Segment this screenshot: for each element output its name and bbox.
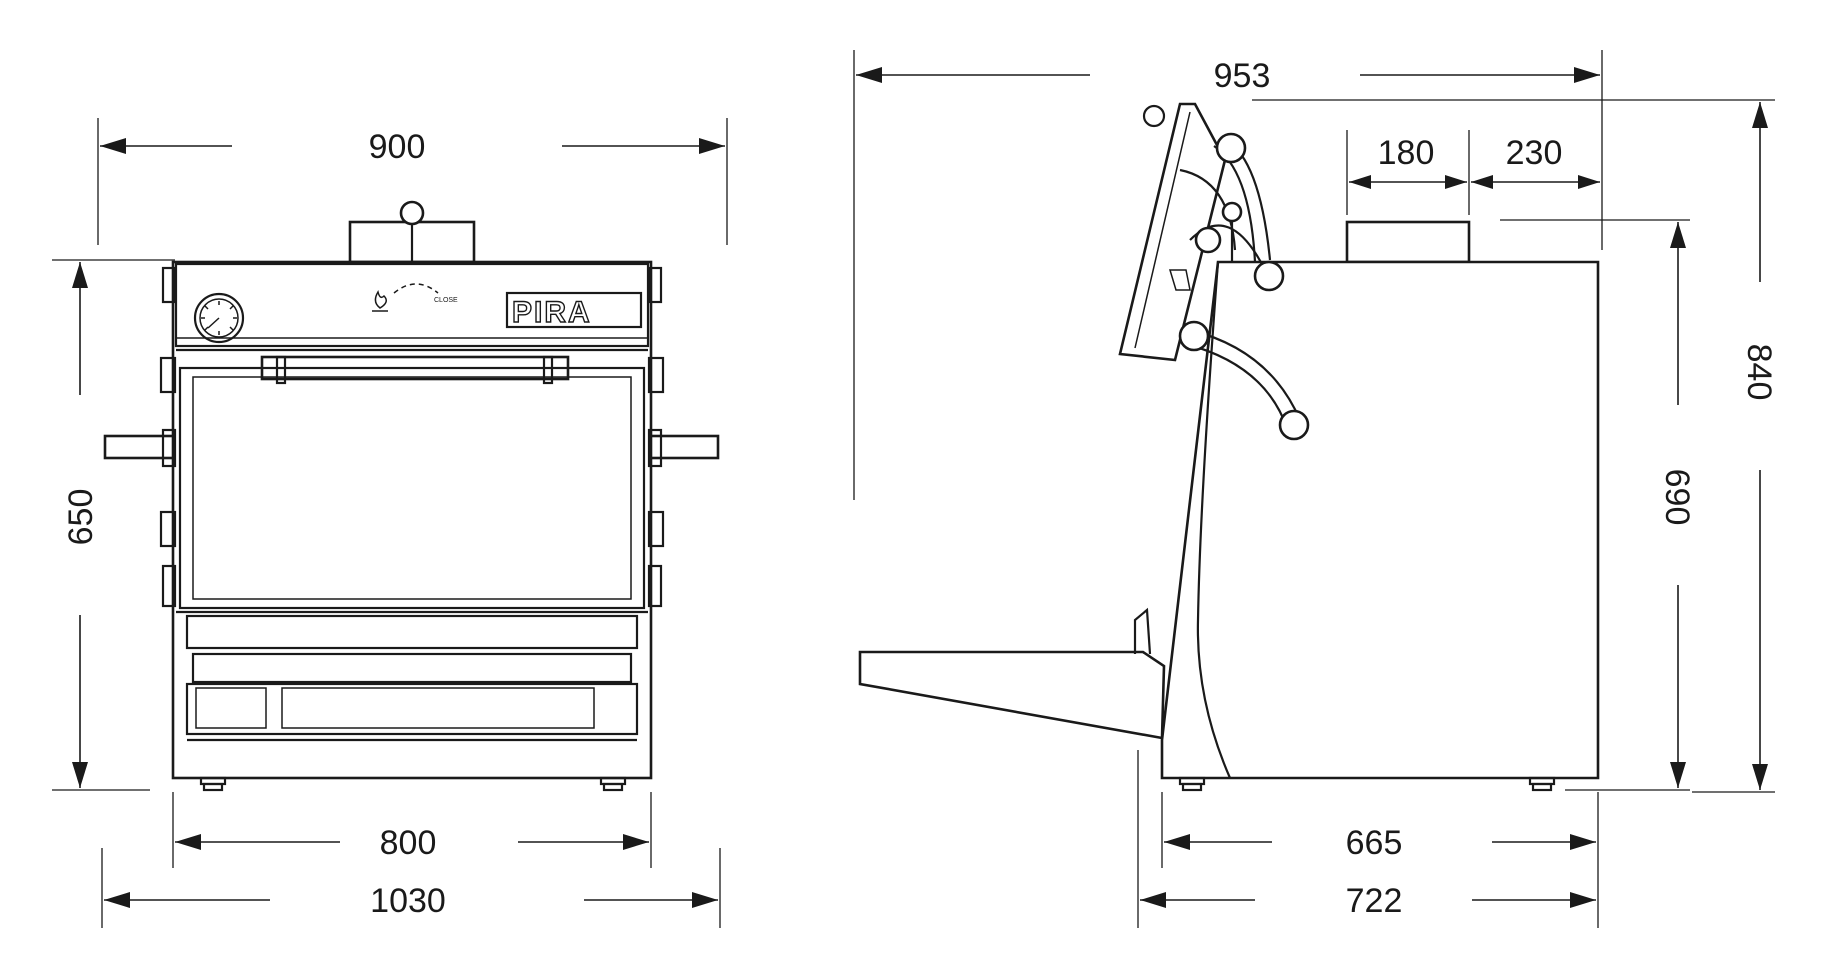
front-left-hinges: [159, 266, 177, 608]
front-right-hinges: [647, 266, 665, 608]
side-arm-end-joint: [1278, 409, 1310, 441]
side-damper-knob: [1221, 201, 1243, 223]
side-upper-joint: [1215, 132, 1247, 164]
dim-label-180: 180: [1378, 134, 1435, 172]
front-door: [178, 366, 646, 610]
dim-label-800: 800: [380, 824, 437, 862]
side-door-knob: [1142, 104, 1166, 128]
side-open-door: [1118, 102, 1227, 362]
front-chimney-knob: [399, 200, 425, 226]
side-middle-joint: [1253, 260, 1285, 292]
dim-label-230: 230: [1506, 134, 1563, 172]
svg-text:PIRA: PIRA: [512, 296, 592, 329]
dim-label-900: 900: [369, 128, 426, 166]
dim-label-650: 650: [62, 489, 100, 546]
front-left-rod: [103, 434, 177, 460]
side-chimney: [1345, 220, 1471, 264]
front-storage-compartment: [185, 682, 639, 736]
front-ash-drawer: [185, 614, 639, 650]
front-oven-body: [171, 260, 653, 780]
dim-label-840: 840: [1740, 344, 1778, 401]
dim-label-690: 690: [1658, 469, 1696, 526]
dim-label-722: 722: [1346, 882, 1403, 920]
dim-label-1030: 1030: [370, 882, 446, 920]
front-view: CLOSE PIRA: [52, 118, 728, 928]
side-lower-joint: [1178, 320, 1210, 352]
control-label: CLOSE: [434, 297, 458, 304]
dim-label-665: 665: [1346, 824, 1403, 862]
thermometer-icon: [193, 292, 245, 344]
front-lower-drawer: [191, 652, 633, 684]
front-right-rod: [646, 434, 720, 460]
front-door-window: [192, 376, 632, 600]
brand-logo: PIRA: [505, 291, 643, 330]
front-control-panel: [174, 262, 650, 348]
side-oven-body: [1160, 260, 1600, 780]
side-view: 953 180 230 840 690 665: [853, 50, 1778, 928]
dim-label-953: 953: [1214, 57, 1271, 95]
side-front-tray: [858, 650, 1166, 740]
damper-control-icon: CLOSE: [372, 283, 458, 312]
